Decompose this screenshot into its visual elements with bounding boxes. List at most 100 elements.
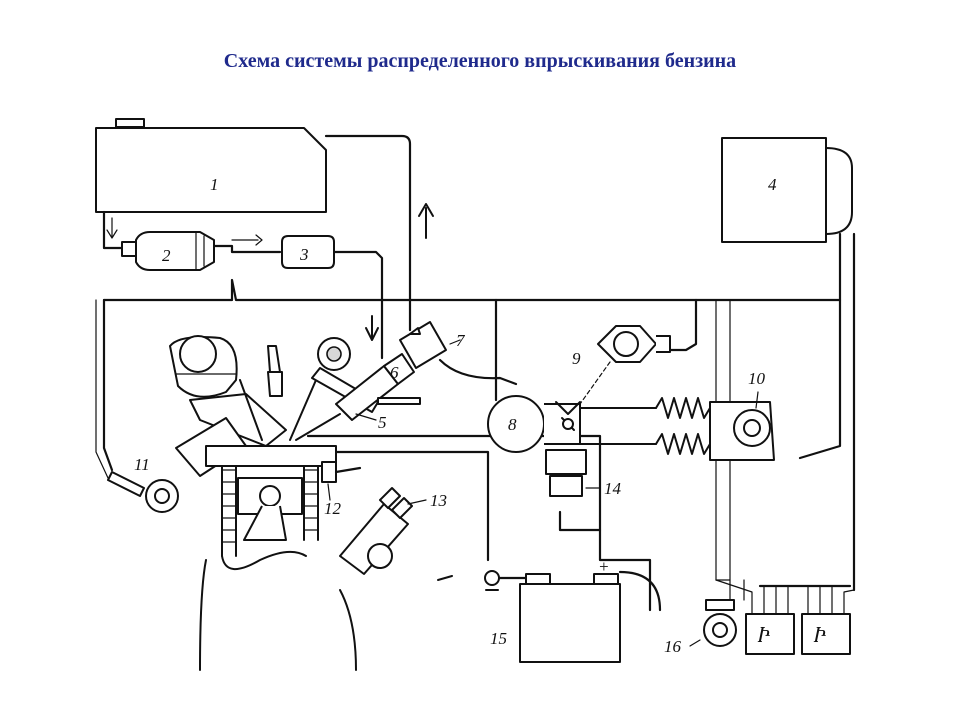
air-filter-housing: 4 — [721, 137, 853, 243]
pump-to-filter-line — [212, 244, 282, 254]
flow-arrow-down-1 — [106, 217, 118, 239]
distributor-body — [339, 503, 409, 575]
water-jacket-hatch-left — [221, 469, 237, 543]
battery-case — [519, 583, 621, 663]
pump-inlet-fitting — [121, 241, 137, 257]
cold-start-valve: 7 — [399, 321, 518, 386]
label-3: 3 — [299, 245, 309, 264]
label-5: 5 — [378, 413, 387, 432]
harness-to-10 — [798, 298, 842, 460]
label-13: 13 — [430, 491, 447, 510]
cold-start-lead — [438, 358, 518, 386]
ignition-switch-connector — [705, 599, 735, 611]
regulator-vacuum-link — [579, 361, 611, 405]
exhaust-valve — [289, 379, 317, 441]
cold-start-valve-cap — [409, 327, 421, 335]
leader-7 — [449, 339, 461, 345]
switch-leads — [715, 579, 745, 601]
injector-assembly: 5 6 — [295, 353, 421, 441]
air-flow-meter: 8 — [487, 395, 581, 453]
fuel-pump: 2 — [121, 231, 215, 271]
relay-1 — [745, 613, 795, 655]
harness-battery-plus — [618, 570, 662, 612]
pump-electrical-lead — [231, 234, 263, 246]
return-line — [324, 134, 412, 332]
pump-body — [135, 231, 215, 271]
label-2: 2 — [162, 246, 171, 265]
label-10: 10 — [748, 369, 766, 388]
control-relays: 16 Ⴡ Ⴡ — [664, 579, 855, 656]
cylinder-head — [205, 445, 337, 467]
lower-bellows — [655, 433, 711, 455]
label-12: 12 — [324, 499, 342, 518]
leader-5 — [355, 413, 377, 421]
leader-10 — [755, 391, 759, 409]
thermo-switch-housing — [545, 449, 587, 475]
intake-camshaft — [179, 335, 217, 373]
regulator-diaphragm — [613, 331, 639, 357]
label-9: 9 — [572, 349, 581, 368]
leader-16 — [689, 639, 701, 647]
fuel-lines — [102, 134, 434, 360]
pressure-regulator: 9 — [572, 325, 671, 405]
flow-arrow-down-2 — [365, 315, 379, 341]
filter-body — [281, 235, 335, 269]
pump-ribs — [195, 231, 205, 271]
leader-13 — [407, 499, 427, 505]
label-16: 16 — [664, 637, 682, 656]
coolant-temp-sensor: 12 — [321, 461, 362, 518]
intake-runner — [189, 393, 287, 447]
tank-filler-cap — [115, 118, 145, 128]
spark-plug-body — [267, 371, 283, 397]
battery-minus-post — [525, 573, 551, 585]
battery: + 15 — [484, 557, 621, 663]
air-filter-cover — [825, 147, 853, 235]
slide-title: Схема системы распределенного впрыскиван… — [223, 50, 737, 72]
fuel-rail — [377, 397, 421, 405]
engine — [169, 335, 379, 671]
label-1: 1 — [210, 175, 219, 194]
ignition-distributor: 13 — [339, 487, 453, 581]
ground-terminal — [484, 570, 500, 586]
label-7: 7 — [456, 331, 466, 350]
label-15: 15 — [490, 629, 507, 648]
battery-plus-label: + — [598, 557, 609, 576]
filter-to-rail-line — [332, 250, 384, 360]
relay-2-leads — [807, 585, 855, 615]
harness-left-down — [102, 298, 114, 472]
fuel-filter: 3 — [281, 235, 335, 269]
crank-throw — [221, 550, 307, 570]
harness-left-down-2 — [95, 299, 109, 479]
idle-air-actuator: 11 — [107, 455, 179, 513]
idle-air-connector — [107, 471, 145, 497]
label-11: 11 — [134, 455, 150, 474]
spark-plug — [267, 345, 281, 373]
tank-body — [95, 127, 327, 213]
label-6: 6 — [390, 363, 399, 382]
auxiliary-air-device: 10 — [579, 369, 775, 461]
exhaust-cam-hub — [326, 346, 342, 362]
air-filter-body — [721, 137, 827, 243]
injector-nozzle — [295, 413, 341, 441]
water-jacket-hatch-right — [303, 469, 319, 531]
distributor-cap-terminals — [379, 487, 413, 519]
harness-top-run — [102, 232, 842, 302]
harness-to-battery — [306, 434, 652, 612]
upper-bellows — [655, 397, 711, 419]
coolant-sensor-lead — [334, 466, 362, 474]
harness-to-14 — [558, 510, 602, 532]
flow-arrow-up — [418, 203, 434, 239]
intake-valve — [239, 379, 263, 441]
thermo-switch-body — [549, 475, 583, 497]
relay-1-symbol: Ⴡ — [757, 627, 770, 646]
idle-air-core — [154, 488, 170, 504]
distributor-base — [367, 543, 393, 569]
cylinder-wall-left — [221, 465, 237, 557]
air-flow-pivot — [562, 418, 574, 430]
thermo-time-switch: 14 — [545, 449, 622, 498]
wiring-harness — [95, 232, 856, 612]
auxiliary-air-valve-hub — [743, 419, 761, 437]
label-8: 8 — [508, 415, 517, 434]
